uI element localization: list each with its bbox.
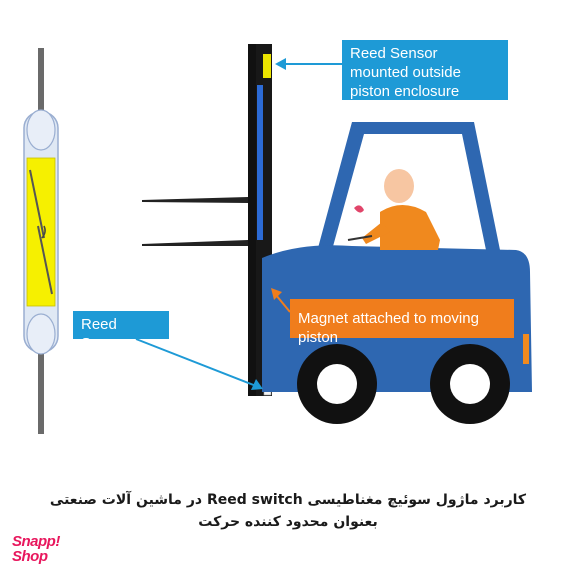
arrow-magnet-line bbox=[275, 294, 291, 313]
arrow-reed-line bbox=[135, 338, 257, 387]
driver bbox=[347, 169, 440, 250]
driver-arm bbox=[362, 222, 390, 244]
front-wheel bbox=[297, 344, 377, 424]
logo-line-2: Shop bbox=[12, 548, 48, 565]
caption-line-1: کاربرد ماژول سوئیچ مغناطیسی Reed switch … bbox=[49, 492, 527, 508]
logo-line-1: Snapp! bbox=[12, 533, 60, 550]
reed-switch-glass-cap-bottom bbox=[26, 313, 56, 355]
top-reed-sensor bbox=[263, 54, 271, 78]
fork-lower bbox=[142, 240, 248, 246]
callout-reed-sensor: Reed Sensor bbox=[73, 311, 169, 352]
brand-logo: Snapp! Shop bbox=[12, 534, 60, 564]
rear-light bbox=[523, 334, 529, 364]
reed-switch-contact-gap bbox=[41, 225, 46, 239]
caption: کاربرد ماژول سوئیچ مغناطیسی Reed switch … bbox=[0, 489, 576, 533]
reed-switch-glass-cap-top bbox=[26, 109, 56, 151]
caption-line-2: بعنوان محدود کننده حرکت bbox=[198, 514, 378, 530]
forklift-forks bbox=[142, 197, 248, 246]
callout-magnet: Magnet attached to moving piston bbox=[290, 299, 514, 346]
driver-head bbox=[384, 169, 414, 203]
reed-switch-blade-upper bbox=[29, 169, 45, 239]
rear-wheel bbox=[430, 344, 510, 424]
fork-upper bbox=[142, 197, 248, 203]
arrow-magnet-head bbox=[271, 288, 282, 300]
callout-top-sensor: Reed Sensor mounted outside piston enclo… bbox=[342, 40, 508, 100]
callout-arrows bbox=[135, 58, 342, 390]
reed-switch-illustration bbox=[23, 48, 59, 434]
reed-switch-blade-lower bbox=[37, 225, 53, 295]
steering-wheel bbox=[347, 235, 373, 241]
mast-back-rail bbox=[248, 44, 256, 396]
piston-rod bbox=[257, 85, 263, 240]
arrow-reed-head bbox=[251, 379, 263, 390]
driver-hand bbox=[354, 205, 364, 213]
arrow-top-head bbox=[275, 58, 286, 70]
driver-torso bbox=[380, 205, 440, 250]
